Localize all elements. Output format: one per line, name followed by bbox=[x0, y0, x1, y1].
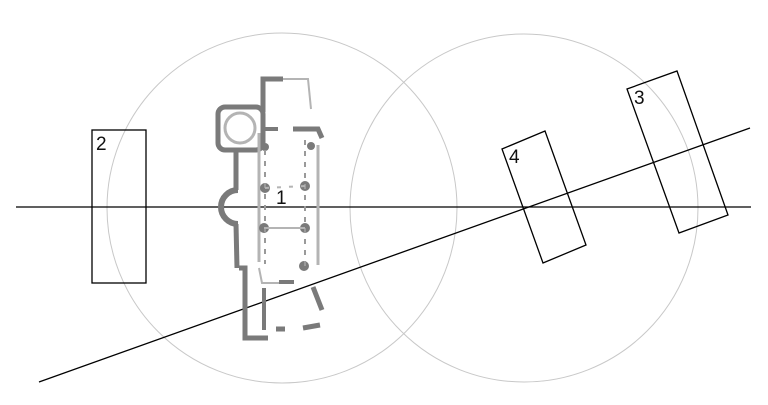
rect-2 bbox=[91, 129, 147, 284]
diagonal-axis-line bbox=[38, 127, 751, 383]
south-wall-segment bbox=[302, 322, 321, 331]
column bbox=[261, 143, 269, 151]
rect-3 bbox=[626, 70, 729, 234]
south-wall-segment bbox=[310, 286, 325, 311]
bell-tower-core bbox=[223, 111, 257, 145]
church-floor-plan bbox=[215, 76, 325, 341]
west-wall-lower bbox=[233, 223, 240, 269]
label-2: 2 bbox=[96, 134, 107, 155]
label-4: 4 bbox=[509, 147, 520, 168]
apse bbox=[218, 187, 239, 227]
south-wall-light bbox=[258, 267, 279, 284]
north-wall-light bbox=[283, 78, 312, 110]
column bbox=[307, 142, 315, 150]
left-circle bbox=[106, 32, 458, 384]
label-3: 3 bbox=[634, 88, 645, 109]
right-circle bbox=[349, 33, 699, 383]
north-wall-right bbox=[293, 126, 325, 140]
north-wall bbox=[260, 76, 283, 112]
rect-4 bbox=[501, 130, 587, 264]
south-wall bbox=[239, 265, 268, 341]
label-1: 1 bbox=[276, 188, 287, 209]
